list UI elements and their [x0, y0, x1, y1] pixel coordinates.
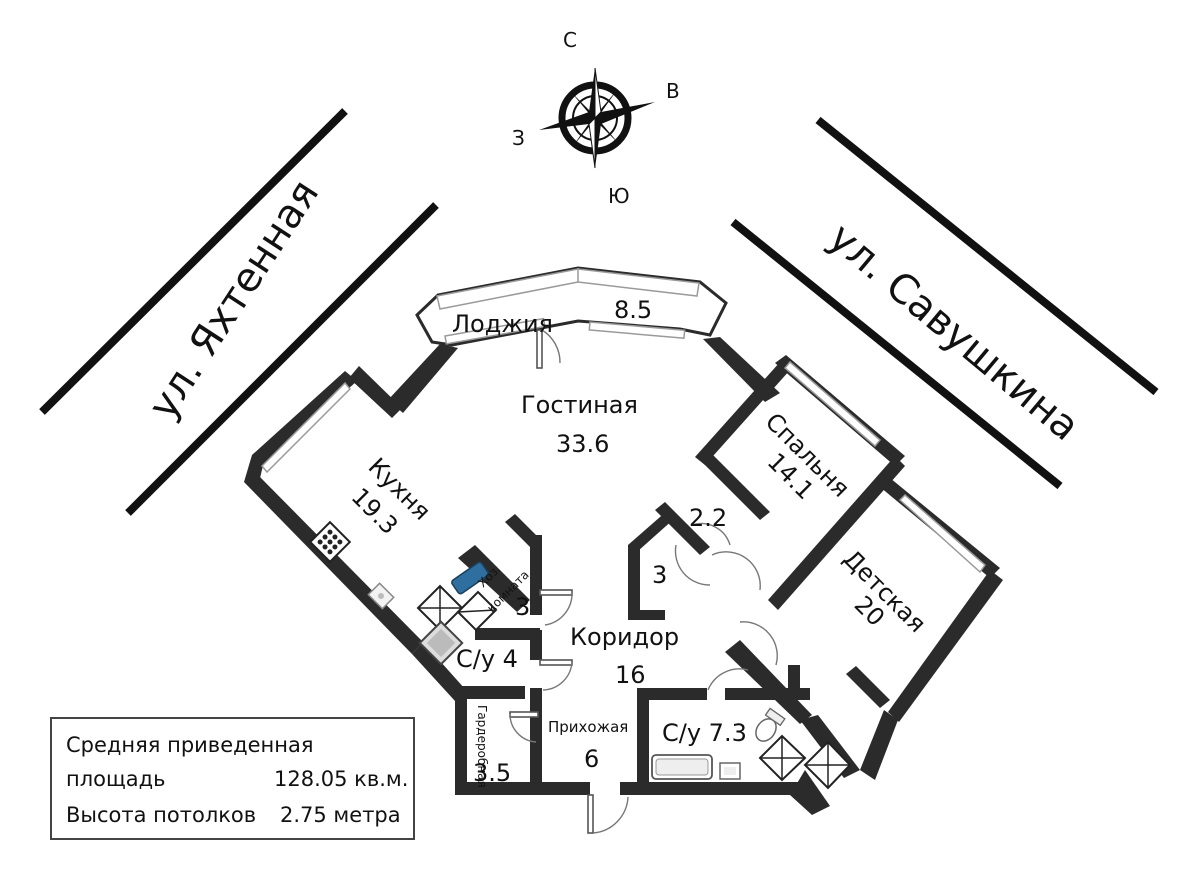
wardrobe-label: Гардеробная — [475, 705, 489, 788]
area-value: 128.05 кв.м. — [274, 767, 409, 791]
bathroom-large-label: С/у 7.3 — [662, 719, 747, 747]
street-left-label: ул. Яхтенная — [140, 172, 328, 428]
closet-b-area: 3 — [652, 561, 667, 589]
hall-area: 6 — [584, 745, 599, 773]
doors — [509, 329, 778, 834]
loggia-area: 8.5 — [614, 296, 652, 324]
loggia-label: Лоджия — [452, 310, 553, 338]
boiler-icon — [451, 561, 489, 595]
kids-room-label: Детская — [838, 544, 932, 638]
compass-north: С — [563, 28, 577, 52]
windows — [260, 360, 987, 574]
street-right-label: ул. Савушкина — [820, 214, 1088, 450]
area-label-line1: Средняя приведенная — [66, 733, 314, 757]
living-room-label: Гостиная — [521, 391, 638, 419]
compass-rose-icon — [539, 67, 655, 169]
bathroom-small-label: С/у 4 — [456, 645, 518, 673]
compass-west: З — [512, 126, 525, 150]
corridor-label: Коридор — [570, 623, 679, 651]
ceiling-height-value: 2.75 метра — [280, 803, 401, 827]
ceiling-height-label: Высота потолков — [66, 803, 257, 827]
street-lines — [39, 108, 1159, 516]
wardrobe-area: 3.5 — [473, 759, 511, 787]
compass-east: В — [666, 79, 680, 103]
summary-box: Средняя приведенная площадь 128.05 кв.м.… — [50, 717, 415, 840]
area-label-line2: площадь — [66, 767, 166, 791]
washbasin-icon — [719, 762, 741, 780]
bathtub-icon — [651, 754, 713, 780]
compass-south: Ю — [608, 184, 630, 208]
vent-shaft-right-icon — [758, 734, 852, 790]
corridor-area: 16 — [615, 661, 646, 689]
kitchen-sink-icon — [367, 582, 395, 610]
shower-icon — [418, 620, 464, 666]
vent-shaft-icon — [416, 584, 498, 632]
hall-label: Прихожая — [548, 718, 628, 736]
living-room-area: 33.6 — [556, 430, 609, 458]
stove-icon — [308, 520, 352, 564]
closet-a-area: 2.2 — [689, 504, 727, 532]
toilet-icon — [755, 707, 786, 742]
loggia — [415, 266, 728, 347]
utility-room-area: 3 — [515, 593, 530, 621]
